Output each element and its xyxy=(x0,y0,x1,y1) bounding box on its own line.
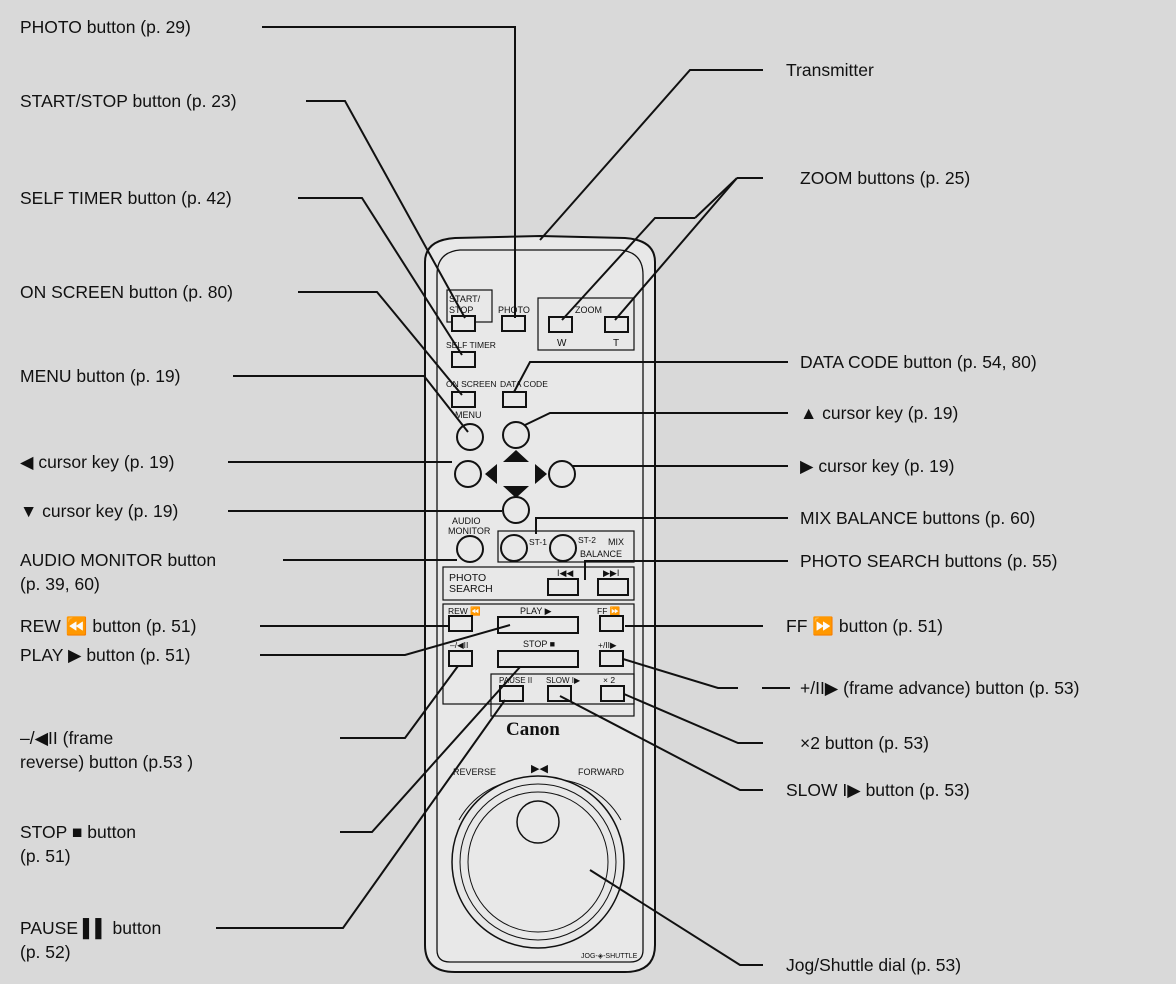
callout-data-code: DATA CODE button (p. 54, 80) xyxy=(800,352,1037,372)
callout-zoom: ZOOM buttons (p. 25) xyxy=(800,168,971,188)
jog-knob[interactable] xyxy=(516,800,560,844)
up-cursor-key[interactable] xyxy=(502,421,530,449)
svg-text:▶▶I: ▶▶I xyxy=(603,568,619,578)
callout-left-cursor: ◀ cursor key (p. 19) xyxy=(20,452,175,472)
callout-up-cursor: ▲ cursor key (p. 19) xyxy=(800,403,959,423)
jog-shuttle-dial-inner[interactable] xyxy=(467,791,609,933)
callout-pause: PAUSE ▌▌ button xyxy=(20,918,162,938)
callout-jog-shuttle: Jog/Shuttle dial (p. 53) xyxy=(786,955,962,975)
callout-transmitter: Transmitter xyxy=(786,60,874,80)
leader-lines xyxy=(216,26,788,966)
svg-text:SEARCH: SEARCH xyxy=(449,583,493,595)
canon-logo: Canon xyxy=(506,719,560,740)
label-rew: REW ⏪ xyxy=(448,606,481,616)
svg-text:MONITOR: MONITOR xyxy=(448,526,491,536)
up-arrow-icon xyxy=(503,450,529,462)
label-on-screen: ON SCREEN xyxy=(446,379,497,389)
frame-reverse-button[interactable] xyxy=(448,650,473,667)
callout-mix-balance: MIX BALANCE buttons (p. 60) xyxy=(800,508,1036,528)
left-arrow-icon xyxy=(485,464,497,484)
label-photo: PHOTO xyxy=(498,305,530,315)
svg-text:+/II▶: +/II▶ xyxy=(598,640,617,650)
photo-search-prev-button[interactable] xyxy=(547,578,579,596)
data-code-button[interactable] xyxy=(502,391,527,408)
label-start-stop: START/ xyxy=(449,294,481,304)
self-timer-button[interactable] xyxy=(451,351,476,368)
right-arrow-icon xyxy=(535,464,547,484)
svg-text:I◀◀: I◀◀ xyxy=(557,568,573,578)
label-reverse: REVERSE xyxy=(453,767,496,777)
right-cursor-key[interactable] xyxy=(548,460,576,488)
on-screen-button[interactable] xyxy=(451,391,476,408)
photo-button[interactable] xyxy=(501,315,526,332)
callout-on-screen: ON SCREEN button (p. 80) xyxy=(20,282,233,302)
label-x2: × 2 xyxy=(603,675,615,685)
callout-stop-page: (p. 51) xyxy=(20,846,71,866)
down-cursor-key[interactable] xyxy=(502,496,530,524)
mix-st1-button[interactable] xyxy=(500,534,528,562)
pause-button[interactable] xyxy=(499,685,524,702)
callout-right-cursor: ▶ cursor key (p. 19) xyxy=(800,456,955,476)
callout-audio-monitor: AUDIO MONITOR button xyxy=(20,550,217,570)
ff-button[interactable] xyxy=(599,615,624,632)
label-forward: FORWARD xyxy=(578,767,624,777)
frame-advance-button[interactable] xyxy=(599,650,624,667)
callout-photo: PHOTO button (p. 29) xyxy=(20,17,191,37)
label-jog-shuttle: JOG-◈-SHUTTLE xyxy=(581,953,638,960)
label-play: PLAY ▶ xyxy=(520,606,552,616)
callout-rew: REW ⏪ button (p. 51) xyxy=(20,616,197,636)
callout-frame-advance: +/II▶ (frame advance) button (p. 53) xyxy=(800,678,1080,698)
audio-monitor-button[interactable] xyxy=(456,535,484,563)
svg-text:ST-1: ST-1 xyxy=(529,537,547,547)
callout-photo-search: PHOTO SEARCH buttons (p. 55) xyxy=(800,551,1058,571)
slow-button[interactable] xyxy=(547,685,572,702)
callout-menu: MENU button (p. 19) xyxy=(20,366,181,386)
svg-text:ST-2: ST-2 xyxy=(578,535,596,545)
svg-text:▶◀: ▶◀ xyxy=(531,763,548,775)
label-zoom: ZOOM xyxy=(575,305,602,315)
stop-button[interactable] xyxy=(497,650,579,668)
callout-stop: STOP ■ button xyxy=(20,822,136,842)
label-stop: STOP ■ xyxy=(523,639,555,649)
photo-search-next-button[interactable] xyxy=(597,578,629,596)
label-audio-monitor: AUDIO xyxy=(452,516,481,526)
callout-down-cursor: ▼ cursor key (p. 19) xyxy=(20,501,179,521)
start-stop-button[interactable] xyxy=(451,315,476,332)
label-data-code: DATA CODE xyxy=(500,379,548,389)
mix-st2-button[interactable] xyxy=(549,534,577,562)
callout-start-stop: START/STOP button (p. 23) xyxy=(20,91,237,111)
play-button[interactable] xyxy=(497,616,579,634)
svg-text:MIX: MIX xyxy=(608,537,624,547)
left-cursor-key[interactable] xyxy=(454,460,482,488)
down-arrow-icon xyxy=(503,486,529,498)
callout-self-timer: SELF TIMER button (p. 42) xyxy=(20,188,232,208)
label-menu: MENU xyxy=(455,410,482,420)
label-pause: PAUSE II xyxy=(499,676,532,685)
callout-x2: ×2 button (p. 53) xyxy=(800,733,929,753)
svg-text:–/◀II: –/◀II xyxy=(450,640,468,650)
x2-button[interactable] xyxy=(600,685,625,702)
rew-button[interactable] xyxy=(448,615,473,632)
callout-ff: FF ⏩ button (p. 51) xyxy=(786,616,943,636)
zoom-w-button[interactable] xyxy=(548,316,573,333)
label-ff: FF ⏩ xyxy=(597,606,621,616)
label-slow: SLOW I▶ xyxy=(546,676,581,685)
label-self-timer: SELF TIMER xyxy=(446,340,496,350)
callout-frame-reverse-page: reverse) button (p.53 ) xyxy=(20,752,194,772)
svg-text:W: W xyxy=(557,338,567,349)
label-photo-search: PHOTO xyxy=(449,572,486,584)
callout-slow: SLOW I▶ button (p. 53) xyxy=(786,780,970,800)
callout-frame-reverse: –/◀II (frame xyxy=(20,728,114,748)
menu-button[interactable] xyxy=(456,423,484,451)
callout-play: PLAY ▶ button (p. 51) xyxy=(20,645,191,665)
svg-text:BALANCE: BALANCE xyxy=(580,549,622,559)
callout-audio-monitor-page: (p. 39, 60) xyxy=(20,574,100,594)
callout-pause-page: (p. 52) xyxy=(20,942,71,962)
svg-text:T: T xyxy=(613,338,619,349)
